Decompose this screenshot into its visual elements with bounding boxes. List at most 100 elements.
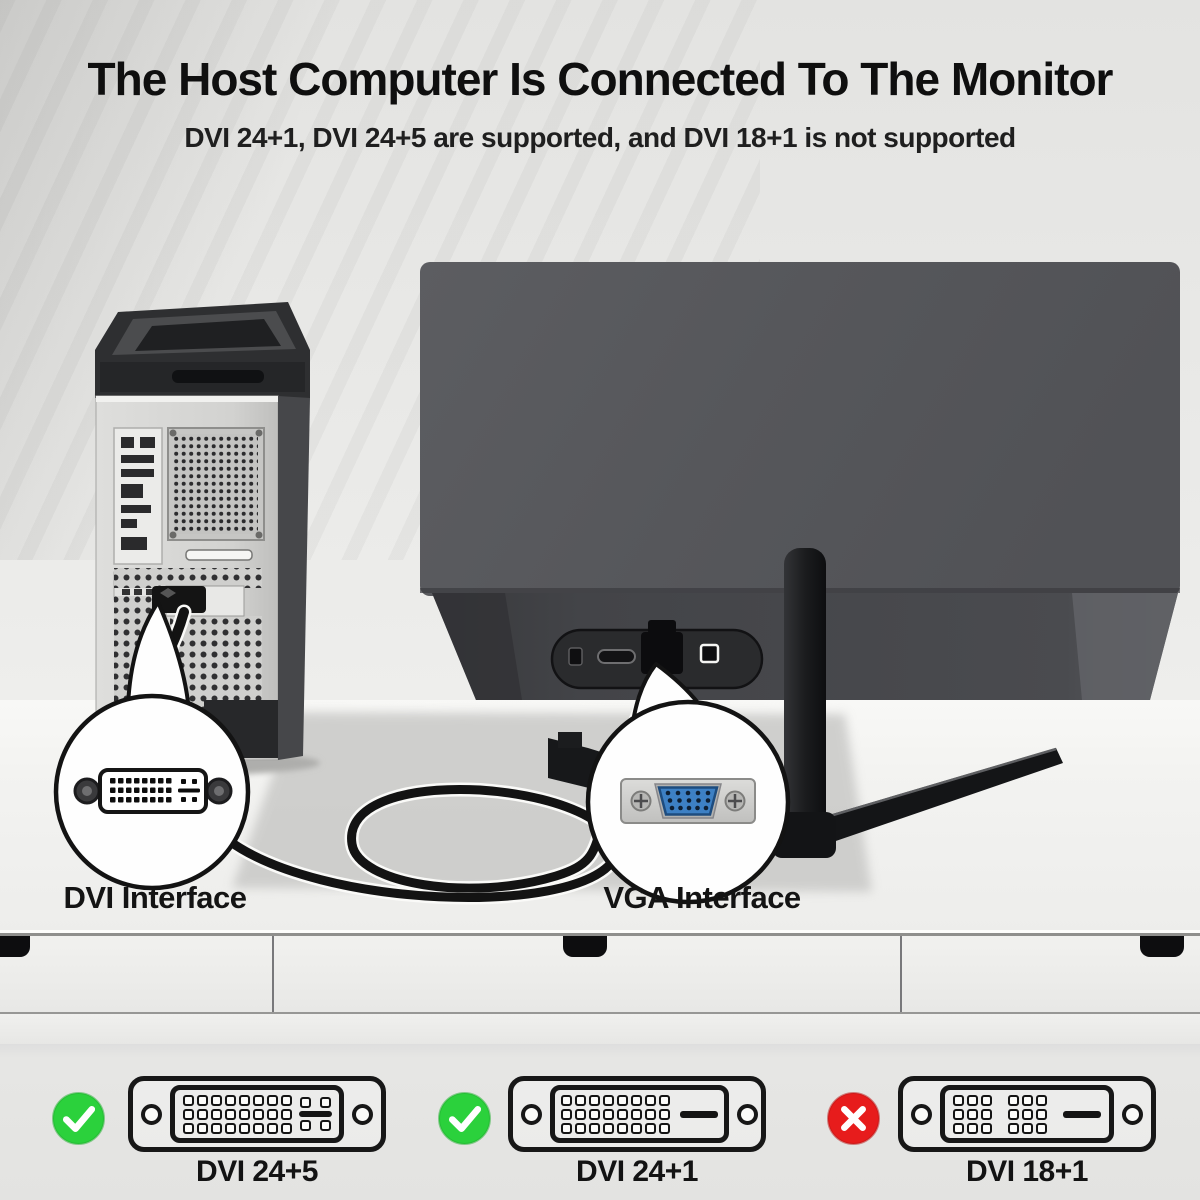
dvi-pin: [981, 1094, 992, 1106]
dvi-pin: [266, 1094, 278, 1106]
page-subtitle: DVI 24+1, DVI 24+5 are supported, and DV…: [184, 122, 1016, 153]
stand-leg-highlight: [812, 747, 1057, 823]
dvi-pin: [953, 1122, 964, 1134]
dvi-pin: [196, 1094, 208, 1106]
dvi-pin: [1022, 1094, 1033, 1106]
screw-hole-icon: [737, 1103, 758, 1125]
dvi-pin: [953, 1108, 964, 1120]
dvi-pin: [182, 1094, 194, 1106]
hdmi-port-icon: [597, 649, 636, 664]
cabinet-front: [0, 1044, 1200, 1200]
dvi-pin: [981, 1108, 992, 1120]
screw-hole-icon: [141, 1103, 162, 1125]
dvi-24-1-diagram: [508, 1076, 766, 1152]
dvi-pin: [1036, 1094, 1047, 1106]
dvi-pin: [280, 1094, 292, 1106]
dvi-pin: [631, 1094, 642, 1106]
dvi-pin-field: [110, 778, 200, 803]
dvi-pin: [561, 1094, 572, 1106]
dvi-pin: [617, 1122, 628, 1134]
cross-icon: [827, 1092, 880, 1145]
dvi-pin: [210, 1094, 222, 1106]
dvi-pin: [659, 1094, 670, 1106]
dvi-pin: [238, 1108, 250, 1120]
power-port-icon: [568, 647, 583, 666]
dvi-pin: [617, 1108, 628, 1120]
compat-label: DVI 18+1: [966, 1155, 1088, 1188]
screw-hole-icon: [911, 1103, 932, 1125]
dvi-24-5-diagram: [128, 1076, 386, 1152]
dvi-pin: [967, 1108, 978, 1120]
dvi-pin: [589, 1122, 600, 1134]
monitor-stand-right-leg: [812, 748, 1063, 843]
dvi-pin: [1036, 1122, 1047, 1134]
analog-blade-slot: [298, 1111, 332, 1117]
dvi-pin: [252, 1122, 264, 1134]
drawer-handle-icon: [0, 936, 30, 957]
dvi-18-1-pins: [940, 1085, 1114, 1143]
dvi-pin: [299, 1120, 311, 1131]
dvi-pin: [266, 1122, 278, 1134]
monitor-bottom-left-corner: [432, 593, 522, 700]
monitor-back-panel: [420, 262, 1180, 596]
dvi-pin: [252, 1108, 264, 1120]
drawer-seam: [900, 936, 902, 1012]
dvi-pin: [603, 1122, 614, 1134]
dvi-pin: [645, 1108, 656, 1120]
dvi-pin: [210, 1122, 222, 1134]
monitor-stand-pole: [784, 548, 826, 854]
dvi-pin: [224, 1122, 236, 1134]
dvi-pin: [645, 1094, 656, 1106]
dvi-pin: [561, 1122, 572, 1134]
analog-blade-slot: [680, 1110, 718, 1118]
dvi-pin: [319, 1097, 331, 1108]
usb-port-icon: [699, 643, 720, 664]
dvi-pin: [561, 1108, 572, 1120]
dvi-pin: [659, 1122, 670, 1134]
desk-drawers: [0, 936, 1200, 1012]
dvi-pin: [1022, 1122, 1033, 1134]
screw-hole-icon: [352, 1103, 373, 1125]
drawer-handle-icon: [563, 936, 607, 957]
dvi-pin: [981, 1122, 992, 1134]
dvi-pin: [182, 1122, 194, 1134]
tower-slot-vent: [185, 549, 253, 561]
pin-grid: [1008, 1094, 1047, 1134]
dvi-pin: [299, 1097, 311, 1108]
dvi-pin: [1008, 1122, 1019, 1134]
dvi-pin: [1008, 1108, 1019, 1120]
tower-shoulder-highlight: [96, 396, 278, 402]
dvi-pin: [589, 1094, 600, 1106]
tower-top-inset: [135, 319, 281, 351]
dvi-pin: [280, 1108, 292, 1120]
vga-callout: [585, 662, 791, 905]
dvi-pin: [182, 1108, 194, 1120]
dvi-pin: [238, 1094, 250, 1106]
dvi-18-1-diagram: [898, 1076, 1156, 1152]
dvi-pin: [659, 1108, 670, 1120]
dvi-callout-pointer: [126, 600, 190, 708]
dvi-pin: [617, 1094, 628, 1106]
dvi-pin: [319, 1120, 331, 1131]
screw-hole-icon: [521, 1103, 542, 1125]
dvi-24-5-pins: [170, 1085, 344, 1143]
dvi-pin: [631, 1108, 642, 1120]
compat-label: DVI 24+1: [576, 1155, 698, 1188]
header: The Host Computer Is Connected To The Mo…: [0, 52, 1200, 154]
check-icon: [52, 1092, 105, 1145]
dvi-pin: [210, 1108, 222, 1120]
dvi-pin: [1036, 1108, 1047, 1120]
desk-seam-line: [0, 1012, 1200, 1014]
monitor-rear: [420, 262, 1180, 858]
pin-grid: [953, 1094, 992, 1134]
desk-lower-band: [0, 1014, 1200, 1044]
dvi-pin: [589, 1108, 600, 1120]
desk-front-edge: [0, 930, 1200, 936]
dvi-connector-icon: [73, 768, 233, 814]
dvi-pin: [953, 1094, 964, 1106]
vga-plug-in-monitor: [641, 632, 683, 674]
monitor-bottom-right-corner: [1072, 593, 1178, 700]
dvi-24-1-pins: [550, 1085, 729, 1143]
monitor-stand-base: [772, 812, 836, 858]
